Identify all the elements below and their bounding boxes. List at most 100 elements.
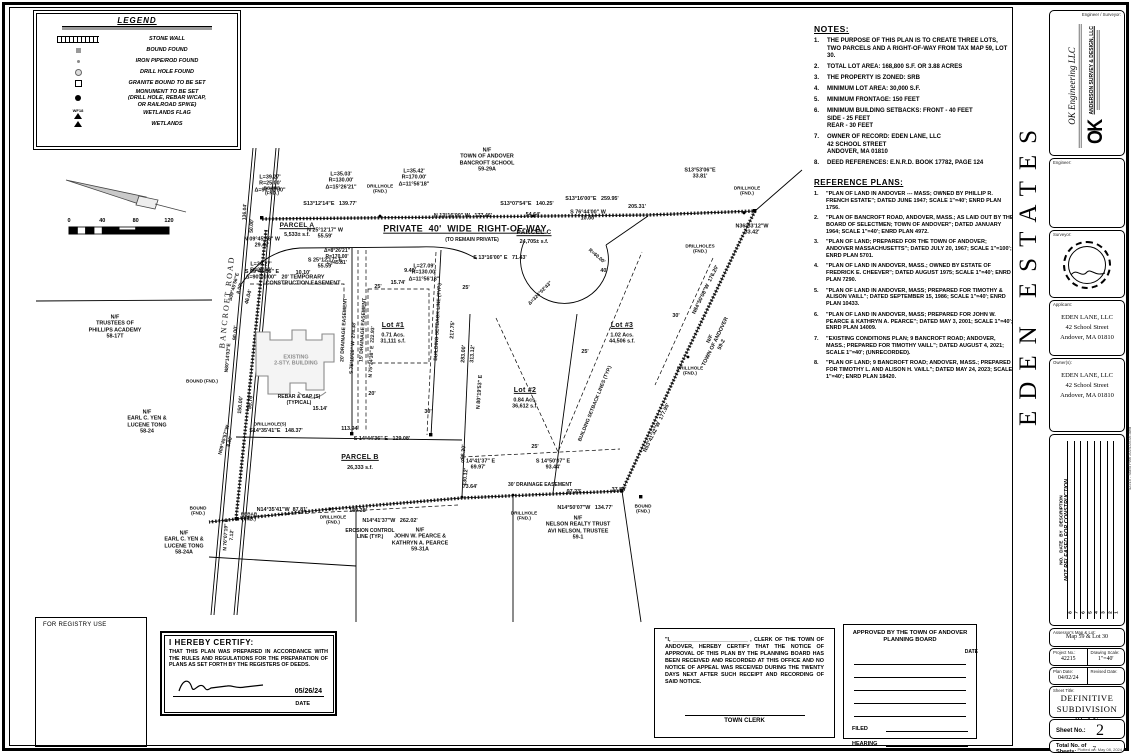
applicant-label: Applicant: <box>1053 302 1072 307</box>
monument-marks <box>235 209 757 521</box>
hearing-label: HEARING <box>852 741 878 748</box>
hearing-line <box>886 738 968 748</box>
drill-hole-icon <box>52 69 104 76</box>
engineer-label: Engineer: <box>1053 160 1072 165</box>
certify-date-label: DATE <box>295 701 310 707</box>
legend-item-label: WETLANDS <box>151 121 183 128</box>
signature-line <box>854 665 966 679</box>
legend-item-label: STONE WALL <box>149 36 185 43</box>
surveyor-box: Surveyor: <box>1049 230 1125 298</box>
legend-item-label: WETLANDS FLAG <box>143 110 191 117</box>
list-item: 5."PLAN OF LAND IN ANDOVER, MASS; PREPAR… <box>814 287 1006 308</box>
sheet-no-value: 2 <box>1096 722 1104 739</box>
road-lines <box>210 147 280 616</box>
legend-box: LEGEND STONE WALL BOUND FOUND IRON PIPE/RO… <box>33 10 241 150</box>
legend-item: GRANITE BOUND TO BE SET <box>34 78 240 89</box>
revision-row: 3 <box>1101 441 1108 619</box>
reference-plan-items: 1."PLAN OF LAND IN ANDOVER --- MASS; OWN… <box>814 191 1014 381</box>
revision-row: 1 <box>1114 441 1120 619</box>
dates-box: Plan Date: 04/02/24 Revised Date: <box>1049 667 1125 685</box>
project-title-vertical: EDEN ESTATES <box>1015 118 1042 426</box>
assessor-label: Assessor's Map & Lot: <box>1053 630 1096 635</box>
north-arrow <box>65 179 187 213</box>
certify-signature-line: 05/26/24 <box>173 676 324 697</box>
town-clerk-sign-line: TOWN CLERK <box>684 715 805 724</box>
approval-signature-lines <box>852 652 968 718</box>
company-address-line <box>1080 23 1082 148</box>
total-sheets-value: 7 <box>1092 745 1097 753</box>
list-item: 2."PLAN OF BANCROFT ROAD, ANDOVER, MASS.… <box>814 215 1014 235</box>
notes-items: 1.THE PURPOSE OF THIS PLAN IS TO CREATE … <box>814 38 1010 168</box>
company-script-name: OK Engineering LLC <box>1066 47 1077 125</box>
revision-row-number: 7 <box>1074 611 1080 614</box>
monument-icon <box>52 95 104 102</box>
bound-found-icon <box>52 48 104 53</box>
wetlands-icon <box>52 121 104 128</box>
list-item: 1."PLAN OF LAND IN ANDOVER --- MASS; OWN… <box>814 191 1002 211</box>
project-no-value: 42215 <box>1061 656 1076 662</box>
list-item: 6."PLAN OF LAND IN ANDOVER, MASS; PREPAR… <box>814 311 1013 332</box>
company2-address-line <box>1099 29 1100 111</box>
revision-row: 8 <box>1068 441 1075 619</box>
legend-item: DRILL HOLE FOUND <box>34 67 240 78</box>
not-released-stamp: NOT RELEASED FOR CONSTRUCTION <box>1063 478 1070 582</box>
reference-plans-title: REFERENCE PLANS: <box>814 178 904 187</box>
legend-divider <box>62 26 212 30</box>
total-sheets-label: Total No. of Sheets: <box>1056 743 1087 753</box>
revision-row: 2 <box>1108 441 1115 619</box>
list-item: 7.OWNER OF RECORD: EDEN LANE, LLC 42 SCH… <box>814 134 941 155</box>
granite-bound-icon <box>52 80 104 87</box>
stone-wall-icon <box>52 36 104 43</box>
legend-item: WETLANDS <box>34 119 240 130</box>
list-item: 5.MINIMUM FRONTAGE: 150 FEET <box>814 97 920 103</box>
certification-box: I HEREBY CERTIFY: THAT THIS PLAN WAS PRE… <box>160 631 337 716</box>
approval-title: APPROVED BY THE TOWN OF ANDOVER PLANNING… <box>852 630 968 644</box>
list-item: 4.MINIMUM LOT AREA: 30,000 S.F. <box>814 86 921 92</box>
engineer-surveyor-label: Engineer / Surveyor: <box>1081 12 1121 17</box>
revision-row: 7 <box>1075 441 1082 619</box>
owners-label: Owner(s): <box>1053 360 1072 365</box>
certify-date: 05/26/24 <box>294 688 322 695</box>
project-scale-box: Project No.: 42215 Drawing Scale: 1"=40' <box>1049 648 1125 666</box>
notes-block: NOTES: 1.THE PURPOSE OF THIS PLAN IS TO … <box>814 24 1010 171</box>
legend-item-label: DRILL HOLE FOUND <box>140 69 194 76</box>
list-item: 4."PLAN OF LAND IN ANDOVER, MASS.; OWNED… <box>814 263 1011 284</box>
legend-item-label: IRON PIPE/ROD FOUND <box>135 58 199 65</box>
revision-row: 6 <box>1081 441 1088 619</box>
approval-date-label: DATE <box>964 649 978 655</box>
reference-plans-block: REFERENCE PLANS: 1."PLAN OF LAND IN ANDO… <box>814 178 1014 384</box>
registry-box: FOR REGISTRY USE <box>35 617 147 747</box>
notes-title: NOTES: <box>814 24 850 34</box>
signature-line <box>854 652 966 666</box>
signature-scribble <box>178 680 264 692</box>
lot-lines <box>35 169 803 623</box>
row-lines <box>239 215 649 304</box>
revision-row-number: 5 <box>1088 611 1094 614</box>
legend-item: MONUMENT TO BE SET (DRILL HOLE, REBAR W/… <box>34 89 240 108</box>
list-item: 8.DEED REFERENCES: E.N.R.D. BOOK 17782, … <box>814 160 984 166</box>
plan-date-value: 04/02/24 <box>1057 675 1079 681</box>
registry-label: FOR REGISTRY USE <box>43 622 107 628</box>
revision-headers: NO. DATE BY DESCRIPTION <box>1054 441 1068 619</box>
revision-row-number: 1 <box>1114 611 1120 614</box>
legend-item-label: GRANITE BOUND TO BE SET <box>128 80 206 87</box>
list-item: 6.MINIMUM BUILDING SETBACKS: FRONT - 40 … <box>814 108 973 129</box>
legend-item: BOUND FOUND <box>34 45 240 56</box>
assessor-value: Map 59 & Lot 30 <box>1066 634 1108 640</box>
stone-wall-centerlines <box>208 210 756 523</box>
surveyor-seal <box>1063 241 1111 289</box>
list-item: 8."PLAN OF LAND; 9 BANCROFT ROAD; ANDOVE… <box>814 359 1013 380</box>
project-no-label: Project No.: <box>1053 650 1076 655</box>
company2-name: ANDERSON SURVEY & DESIGN, LLC <box>1089 25 1095 115</box>
signature-line <box>854 678 966 692</box>
drawing-file-text: 42215 - Subd Plan 2024-03-05.dwg <box>1127 427 1131 491</box>
legend-title: LEGEND <box>117 16 157 25</box>
revision-row: 4 <box>1095 441 1102 619</box>
legend-item: STONE WALL <box>34 34 240 45</box>
legend-item-label: BOUND FOUND <box>146 47 188 54</box>
surveyor-label: Surveyor: <box>1053 232 1072 237</box>
town-clerk-box: "I, _________________________ , CLERK OF… <box>654 628 835 738</box>
